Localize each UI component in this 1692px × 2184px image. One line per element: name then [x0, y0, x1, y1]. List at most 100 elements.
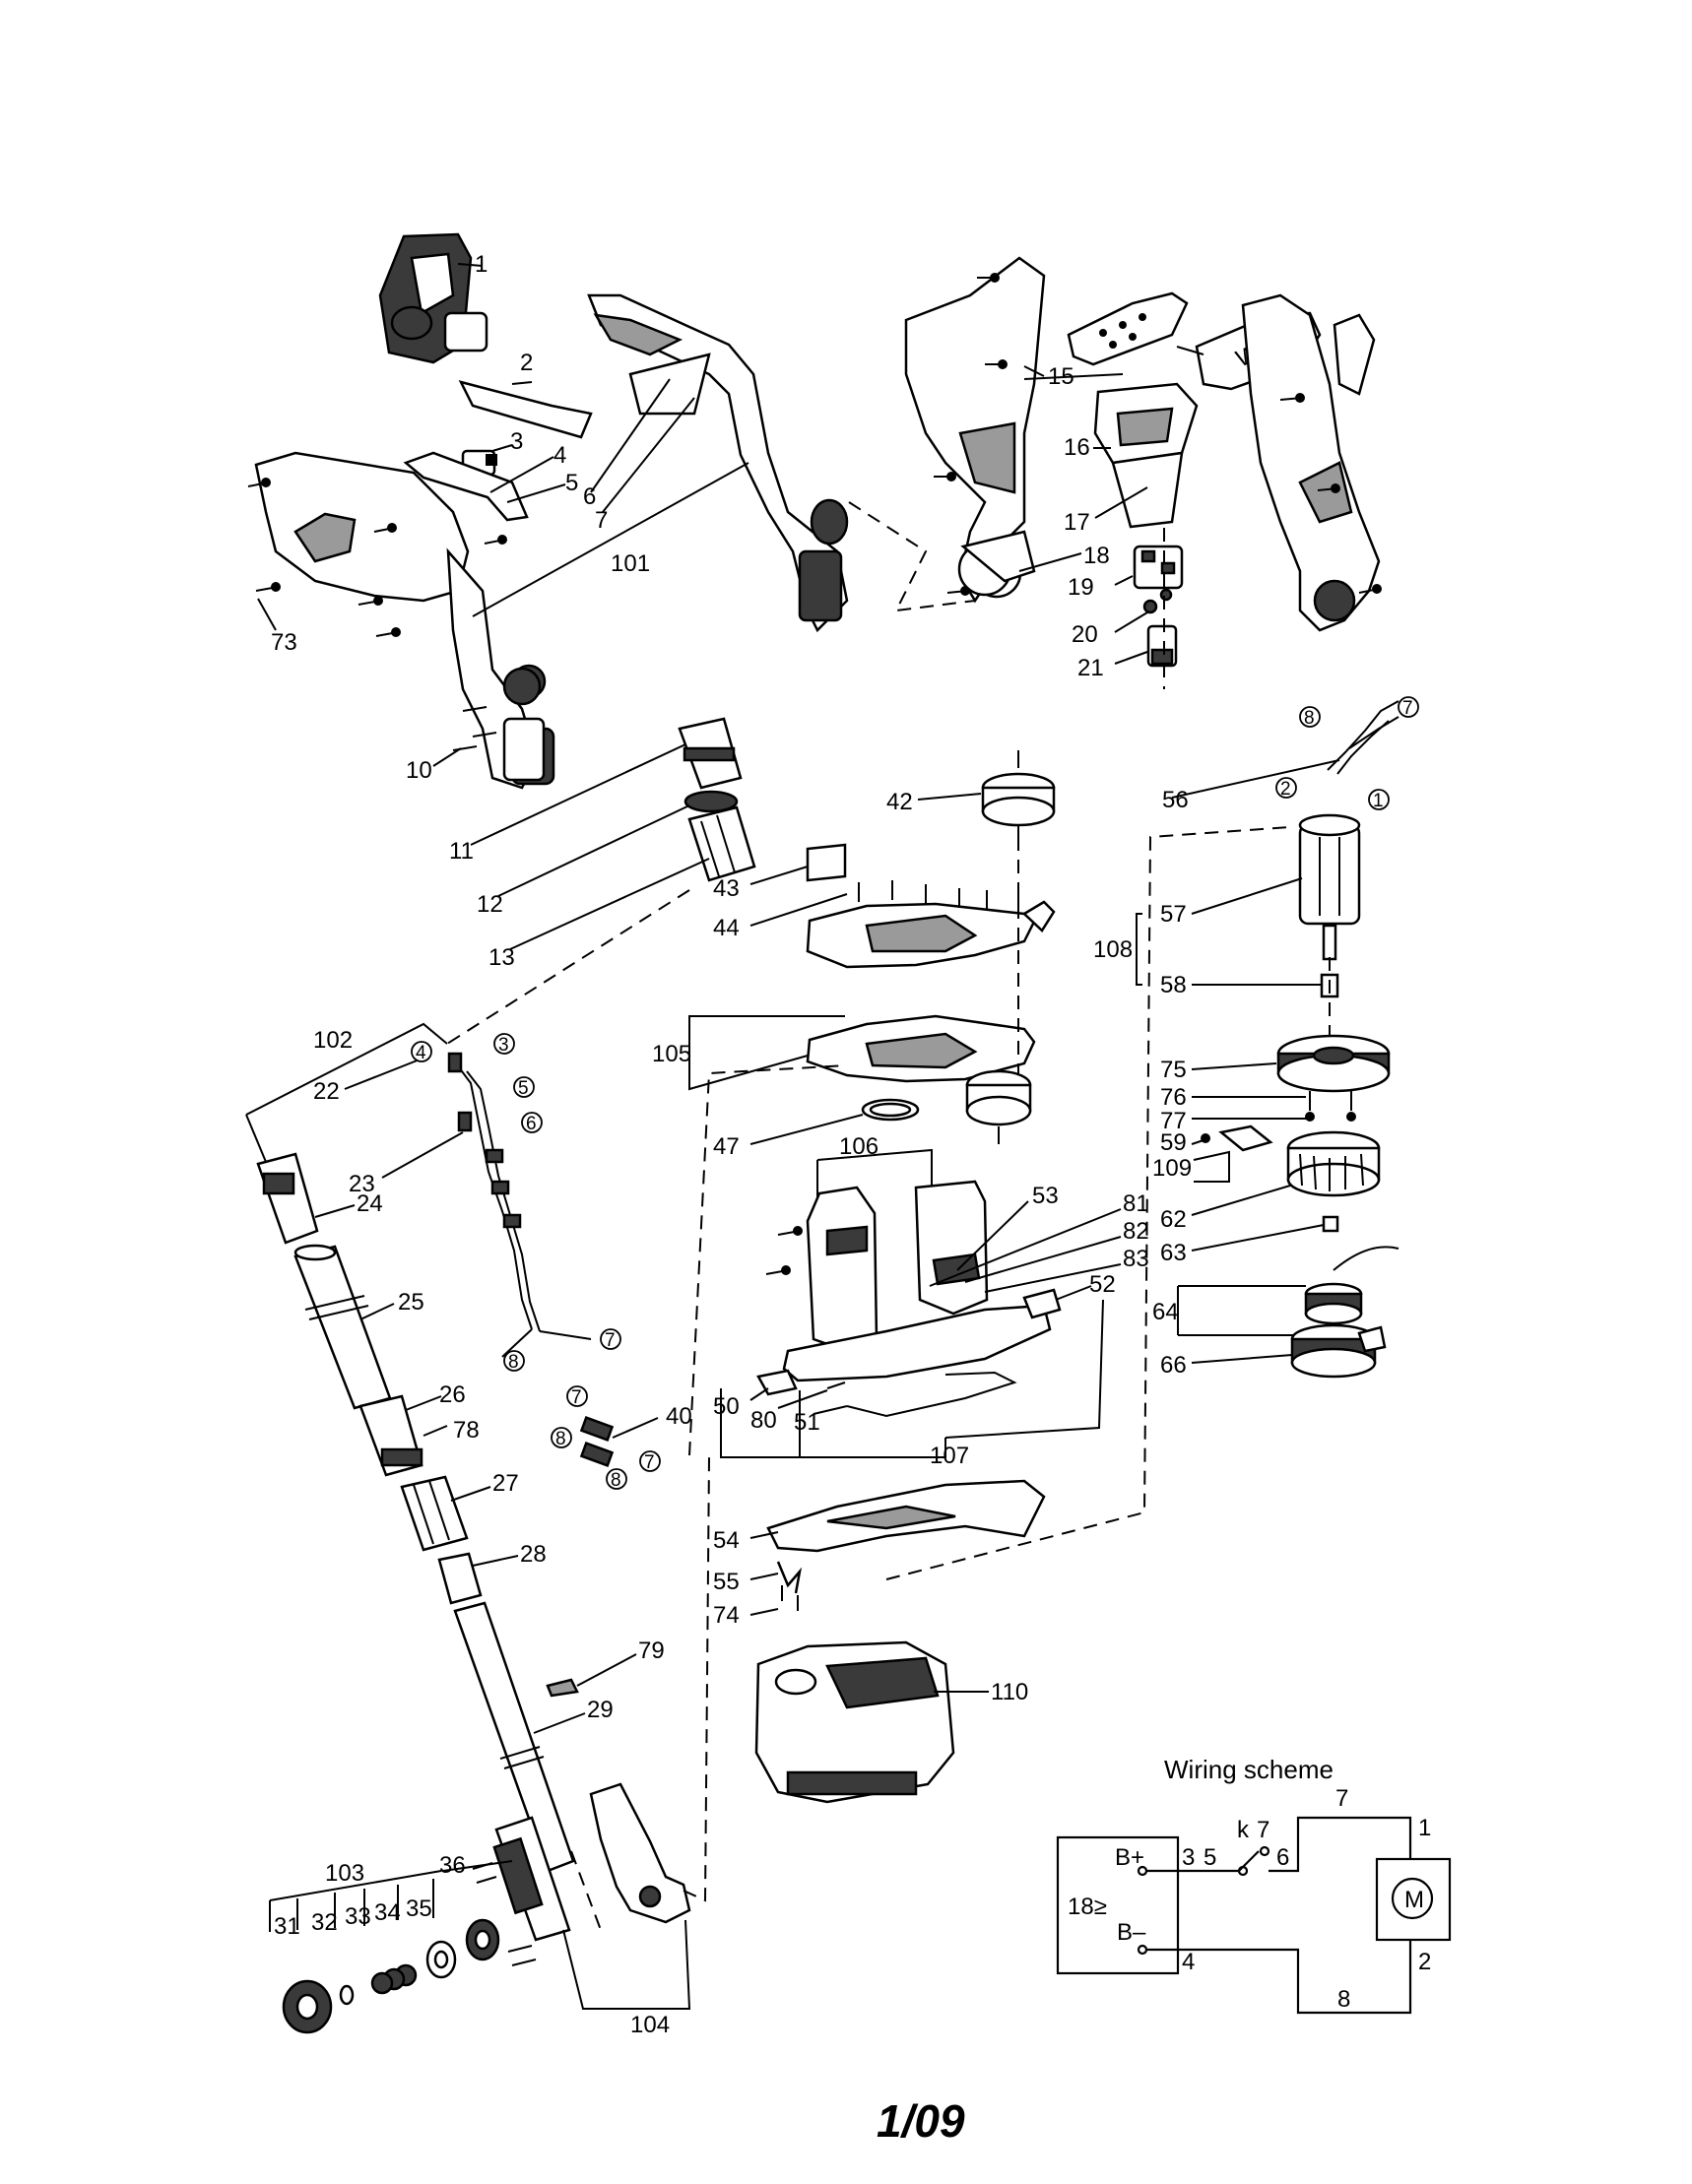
wiring-title: Wiring scheme	[1164, 1755, 1334, 1784]
switch-module-part	[1133, 545, 1184, 590]
label-35: 35	[406, 1895, 432, 1922]
cap-31-part	[282, 1979, 333, 2034]
wiring-motor: M	[1404, 1887, 1424, 1913]
sensor-59-part	[1201, 1124, 1273, 1152]
label-102: 102	[313, 1027, 353, 1054]
svg-text:6: 6	[526, 1114, 537, 1134]
svg-text:8: 8	[508, 1352, 519, 1373]
label-105: 105	[652, 1041, 691, 1067]
label-29: 29	[587, 1697, 614, 1723]
label-108: 108	[1093, 936, 1133, 963]
label-50: 50	[713, 1393, 740, 1420]
label-1: 1	[475, 251, 488, 278]
svg-text:3: 3	[498, 1035, 509, 1056]
label-42: 42	[886, 789, 913, 815]
charger-110-part	[754, 1640, 955, 1804]
label-40: 40	[666, 1403, 692, 1430]
screws-housing	[765, 1226, 803, 1275]
label-13: 13	[488, 944, 515, 971]
motor-57-part	[1298, 813, 1361, 961]
label-73: 73	[271, 629, 297, 656]
wiring-num-8: 8	[1337, 1986, 1350, 2013]
label-43: 43	[713, 875, 740, 902]
screws-far-right	[1279, 393, 1382, 594]
label-22: 22	[313, 1078, 340, 1105]
label-33: 33	[345, 1903, 371, 1930]
label-63: 63	[1160, 1240, 1187, 1266]
rear-handle-right-half-part	[1241, 293, 1381, 632]
fan-62-part	[1286, 1130, 1381, 1197]
label-54: 54	[713, 1527, 740, 1554]
label-44: 44	[713, 915, 740, 941]
label-77: 77	[1160, 1108, 1187, 1134]
label-34: 34	[374, 1899, 401, 1926]
label-58: 58	[1160, 972, 1187, 998]
label-43-part	[806, 843, 847, 882]
label-66: 66	[1160, 1352, 1187, 1379]
wiring-num-7b: 7	[1335, 1785, 1348, 1812]
label-74: 74	[713, 1602, 740, 1629]
label-5: 5	[565, 470, 578, 496]
label-104: 104	[630, 2012, 670, 2038]
label-79: 79	[638, 1638, 665, 1664]
label-103: 103	[325, 1860, 364, 1887]
gear-42-part	[981, 750, 1056, 839]
label-16: 16	[1064, 434, 1090, 461]
label-28: 28	[520, 1541, 547, 1568]
sleeve-28-part	[437, 1552, 483, 1605]
svg-text:4: 4	[416, 1043, 426, 1063]
label-20: 20	[1072, 621, 1098, 648]
gear-cover-upper-part	[806, 900, 1056, 969]
label-47: 47	[713, 1133, 740, 1160]
label-11: 11	[449, 838, 474, 865]
wiring-b-plus: B+	[1115, 1844, 1144, 1871]
wiring-num-5: 5	[1204, 1844, 1216, 1871]
sticker-79-part	[546, 1678, 579, 1698]
label-17: 17	[1064, 509, 1090, 536]
label-31: 31	[274, 1913, 300, 1940]
label-12: 12	[477, 891, 503, 918]
label-27: 27	[492, 1470, 519, 1497]
blade-55-part	[776, 1561, 803, 1611]
label-2: 2	[520, 350, 533, 376]
label-18: 18	[1083, 543, 1110, 569]
spring-33-part	[370, 1963, 418, 1995]
label-32: 32	[311, 1909, 338, 1936]
guard-hinge-part	[957, 530, 1036, 597]
label-76: 76	[1160, 1084, 1187, 1111]
wiring-num-2: 2	[1418, 1949, 1431, 1975]
label-64: 64	[1152, 1299, 1179, 1325]
label-36: 36	[439, 1852, 466, 1879]
label-59: 59	[1160, 1129, 1187, 1156]
spring-part	[1142, 588, 1173, 614]
label-plate-part	[458, 380, 593, 439]
housing-24-part	[256, 1152, 319, 1245]
battery-pack-part	[378, 232, 488, 364]
label-4: 4	[553, 442, 566, 469]
washer-63-part	[1322, 1215, 1339, 1233]
label-62: 62	[1160, 1206, 1187, 1233]
wiring-battery: 18≥	[1068, 1894, 1107, 1920]
gear-cover-lower-part	[806, 1014, 1036, 1083]
wiring-num-3: 3	[1182, 1844, 1195, 1871]
label-55: 55	[713, 1569, 740, 1595]
label-110: 110	[991, 1679, 1028, 1705]
label-23: 23	[349, 1171, 375, 1197]
label-82: 82	[1123, 1218, 1149, 1245]
motor-mount-75-part	[1276, 1034, 1391, 1093]
washer-12-part	[683, 790, 739, 813]
guard-bracket-part	[589, 1782, 691, 1924]
label-21: 21	[1077, 655, 1104, 681]
spool-64-part	[1304, 1282, 1363, 1325]
pin-78-part	[423, 1425, 448, 1437]
upper-handle-bar-part	[587, 293, 849, 633]
wiring-num-6: 6	[1276, 1844, 1289, 1871]
label-83: 83	[1123, 1246, 1149, 1272]
wiring-num-4: 4	[1182, 1949, 1195, 1975]
handle-knob-part	[452, 667, 546, 782]
label-25: 25	[398, 1289, 424, 1316]
wire-harness-part	[447, 1052, 592, 1358]
svg-text:7: 7	[605, 1330, 616, 1351]
bushing-35-part	[465, 1918, 500, 1961]
